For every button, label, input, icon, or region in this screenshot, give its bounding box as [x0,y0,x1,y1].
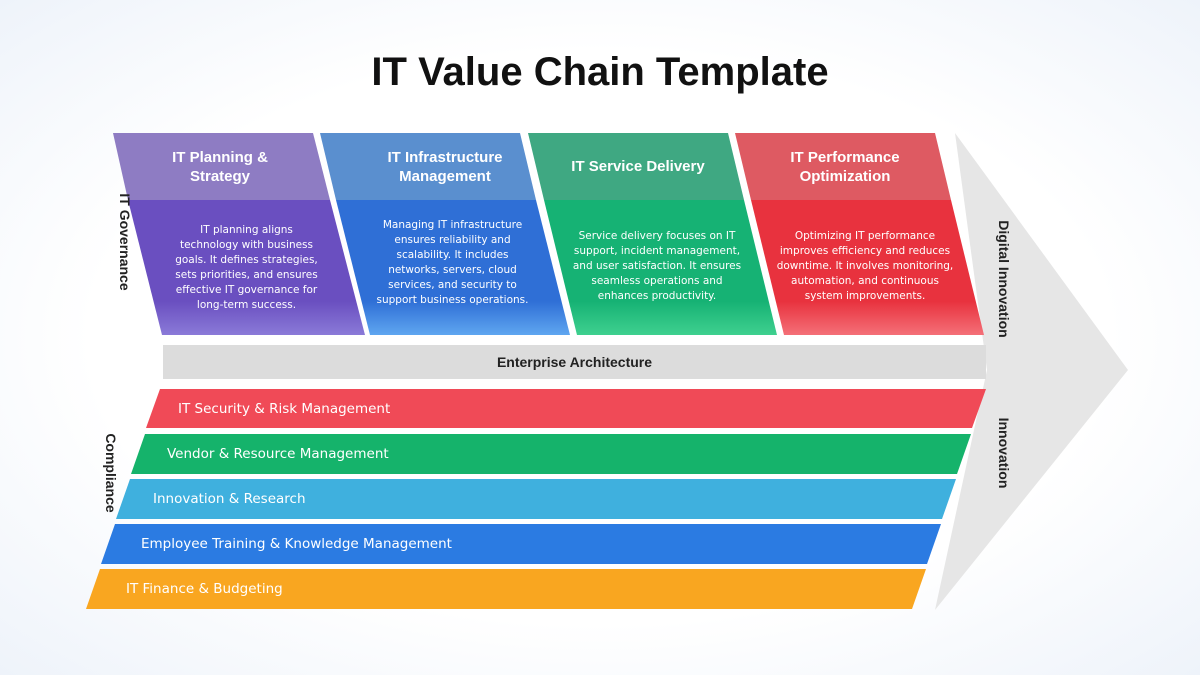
activity-body-bg-planning [128,200,365,335]
value-arrow-head [935,133,1128,610]
digital-innovation-label: Digital Innovation [996,220,1012,338]
support-bar-vendor: Vendor & Resource Management [167,446,389,462]
support-bar-bg-innovation [116,479,956,519]
activity-title-service: IT Service Delivery [571,158,705,175]
activity-title-performance: IT Performance Optimization [790,148,900,185]
activity-body-service: Service delivery focuses on IT support, … [572,230,742,302]
compliance-label: Compliance [103,433,119,513]
page-title: IT Value Chain Template [371,50,829,94]
support-bar-bg-security [146,389,986,428]
activity-body-bg-service [544,200,777,335]
enterprise-architecture-label: Enterprise Architecture [496,354,653,370]
activity-header-bg-planning [113,133,330,200]
support-bar-security: IT Security & Risk Management [178,401,391,417]
activity-title-infrastructure: IT Infrastructure Management [387,148,503,185]
it-governance-label: IT Governance [117,193,133,291]
activity-title-planning: IT Planning & Strategy [172,148,268,185]
innovation-label: Innovation [996,417,1012,489]
support-bar-bg-finance [86,569,926,609]
support-bar-bg-training [101,524,941,564]
enterprise-architecture-bar [163,345,986,379]
activity-header-bg-performance [735,133,951,200]
activity-header-bg-service [528,133,744,200]
activity-header-bg-infrastructure [320,133,536,200]
activity-body-performance: Optimizing IT performance improves effic… [776,230,954,302]
support-bar-bg-vendor [131,434,971,474]
support-bar-innovation: Innovation & Research [153,491,306,507]
support-bar-finance: IT Finance & Budgeting [126,581,283,597]
activity-body-infrastructure: Managing IT infrastructure ensures relia… [376,218,529,306]
activity-body-bg-performance [751,200,984,335]
activity-body-planning: IT planning aligns technology with busin… [175,223,318,311]
support-bar-training: Employee Training & Knowledge Management [141,536,452,552]
activity-body-bg-infrastructure [336,200,570,335]
